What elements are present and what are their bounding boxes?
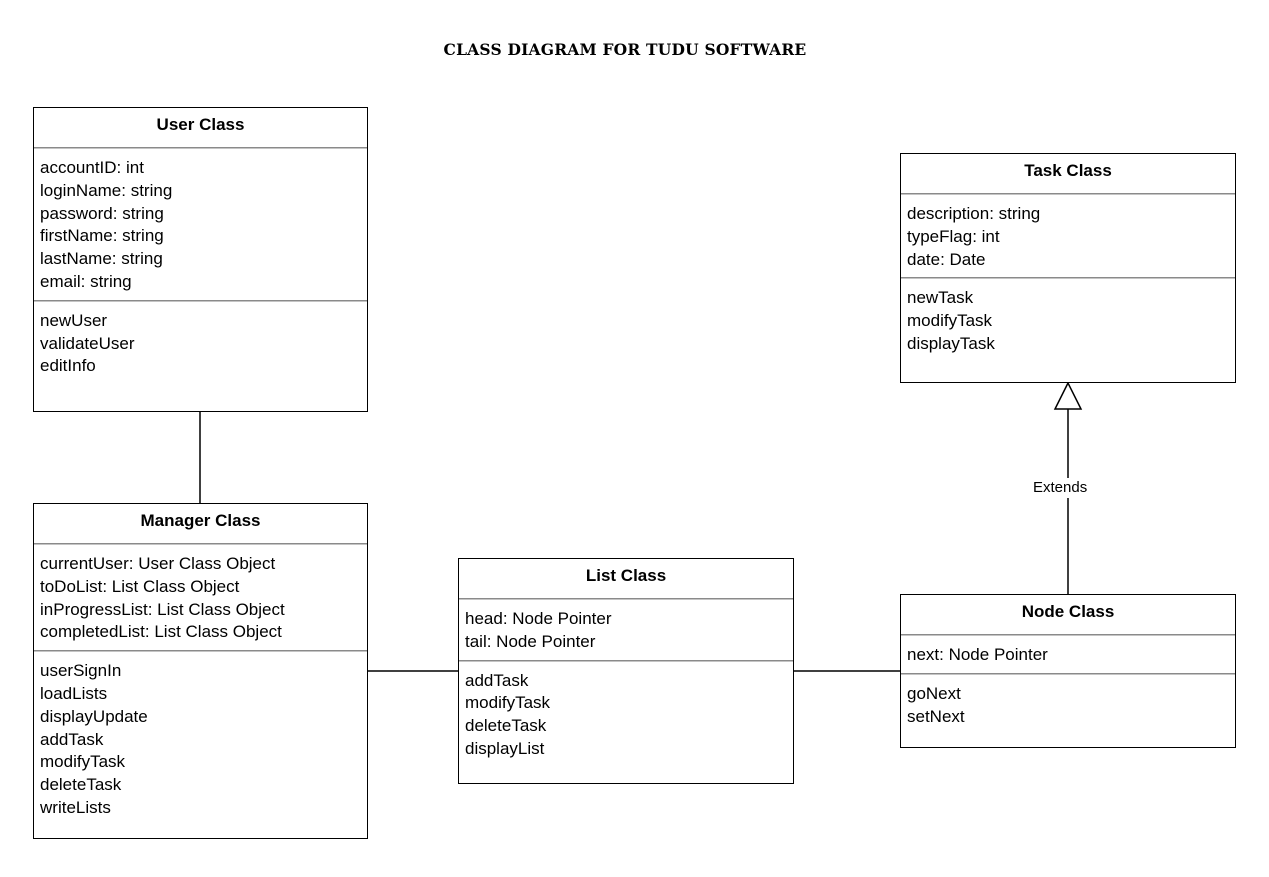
attribute: head: Node Pointer [465, 609, 612, 628]
extends-label: Extends [1030, 478, 1091, 498]
attribute: accountID: int [40, 158, 144, 177]
compartment-divider [34, 543, 367, 545]
attributes-compartment: currentUser: User Class Object toDoList:… [34, 545, 367, 650]
class-name: Task Class [1024, 161, 1112, 180]
node-class-box[interactable]: Node Class next: Node Pointer goNext set… [900, 594, 1236, 748]
attribute: completedList: List Class Object [40, 622, 282, 642]
compartment-divider [901, 634, 1235, 636]
attribute: description: string [907, 204, 1041, 223]
attribute: firstName: string [40, 226, 164, 246]
compartment-divider [901, 193, 1235, 195]
class-name: Node Class [1021, 602, 1115, 621]
compartment-divider [901, 277, 1235, 280]
attribute: date: Date [907, 249, 986, 269]
method: writeLists [40, 797, 111, 817]
methods-compartment: newUser validateUser editInfo [34, 302, 367, 384]
compartment-divider [459, 659, 793, 662]
attribute: next: Node Pointer [907, 645, 1048, 664]
task-class-box[interactable]: Task Class description: string typeFlag:… [900, 153, 1236, 383]
method: deleteTask [465, 716, 547, 736]
manager-class-box[interactable]: Manager Class currentUser: User Class Ob… [33, 503, 368, 839]
class-name: User Class [156, 115, 245, 134]
method: displayList [465, 738, 545, 758]
method: goNext [907, 683, 961, 703]
attribute: toDoList: List Class Object [40, 576, 240, 596]
method: modifyTask [907, 311, 993, 331]
class-name: Manager Class [140, 511, 261, 530]
attributes-compartment: accountID: int loginName: string passwor… [34, 149, 367, 300]
attribute: password: string [40, 203, 164, 223]
attributes-compartment: next: Node Pointer [901, 636, 1235, 673]
attribute: typeFlag: int [907, 226, 1000, 246]
attributes-compartment: head: Node Pointer tail: Node Pointer [459, 600, 793, 660]
generalization-arrowhead [1053, 381, 1083, 410]
diagram-title: CLASS DIAGRAM FOR TUDU SOFTWARE [443, 40, 807, 59]
method: displayTask [907, 333, 995, 353]
methods-compartment: userSignIn loadLists displayUpdate addTa… [34, 652, 367, 826]
method: displayUpdate [40, 706, 148, 726]
class-name: List Class [585, 566, 667, 585]
method: addTask [465, 670, 529, 690]
method: userSignIn [40, 661, 122, 681]
methods-compartment: goNext setNext [901, 675, 1235, 735]
compartment-divider [34, 299, 367, 302]
method: modifyTask [40, 752, 126, 772]
compartment-divider [901, 672, 1235, 675]
methods-compartment: addTask modifyTask deleteTask displayLis… [459, 662, 793, 767]
method: validateUser [40, 333, 135, 353]
attribute: tail: Node Pointer [465, 631, 596, 651]
attributes-compartment: description: string typeFlag: int date: … [901, 195, 1235, 277]
attribute: currentUser: User Class Object [40, 554, 276, 573]
method: deleteTask [40, 775, 122, 795]
compartment-divider [34, 650, 367, 653]
compartment-divider [459, 598, 793, 600]
method: loadLists [40, 683, 108, 703]
method: newUser [40, 310, 108, 330]
methods-compartment: newTask modifyTask displayTask [901, 279, 1235, 361]
method: addTask [40, 729, 104, 749]
list-class-box[interactable]: List Class head: Node Pointer tail: Node… [458, 558, 794, 784]
method: setNext [907, 706, 965, 726]
user-class-box[interactable]: User Class accountID: int loginName: str… [33, 107, 368, 412]
method: modifyTask [465, 693, 551, 713]
compartment-divider [34, 147, 367, 149]
attribute: email: string [40, 271, 132, 291]
method: newTask [907, 288, 974, 308]
method: editInfo [40, 356, 96, 376]
attribute: inProgressList: List Class Object [40, 599, 285, 619]
attribute: lastName: string [40, 249, 163, 269]
attribute: loginName: string [40, 180, 173, 200]
